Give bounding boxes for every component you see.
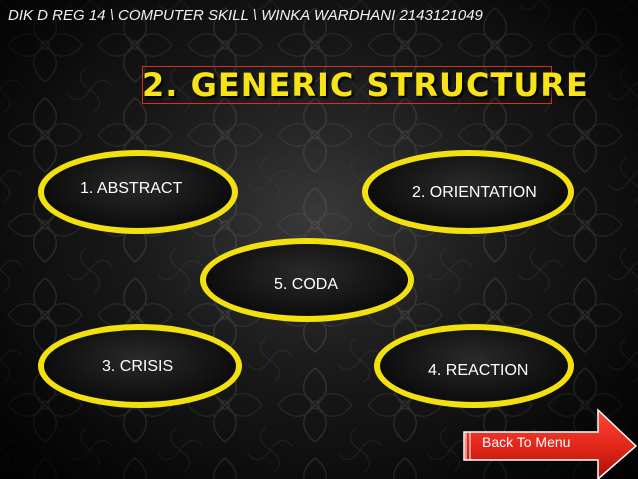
back-to-menu-button[interactable]: Back To Menu [458,408,638,479]
header-course-info: DIK D REG 14 \ COMPUTER SKILL \ WINKA WA… [8,7,483,24]
orientation-oval-button[interactable]: 2. ORIENTATION [362,150,574,234]
coda-oval-button[interactable]: 5. CODA [200,238,414,322]
reaction-label: 4. REACTION [428,362,529,379]
crisis-oval-button[interactable]: 3. CRISIS [38,324,242,408]
crisis-label: 3. CRISIS [102,358,174,375]
title-frame [142,66,552,104]
abstract-label: 1. ABSTRACT [80,180,183,197]
slide-title: 2. GENERIC STRUCTURE [142,66,589,104]
coda-label: 5. CODA [274,276,339,293]
right-arrow-icon [463,408,638,479]
back-to-menu-label: Back To Menu [482,434,571,450]
abstract-oval-button[interactable]: 1. ABSTRACT [38,150,238,234]
orientation-label: 2. ORIENTATION [412,184,537,201]
reaction-oval-button[interactable]: 4. REACTION [374,324,574,408]
